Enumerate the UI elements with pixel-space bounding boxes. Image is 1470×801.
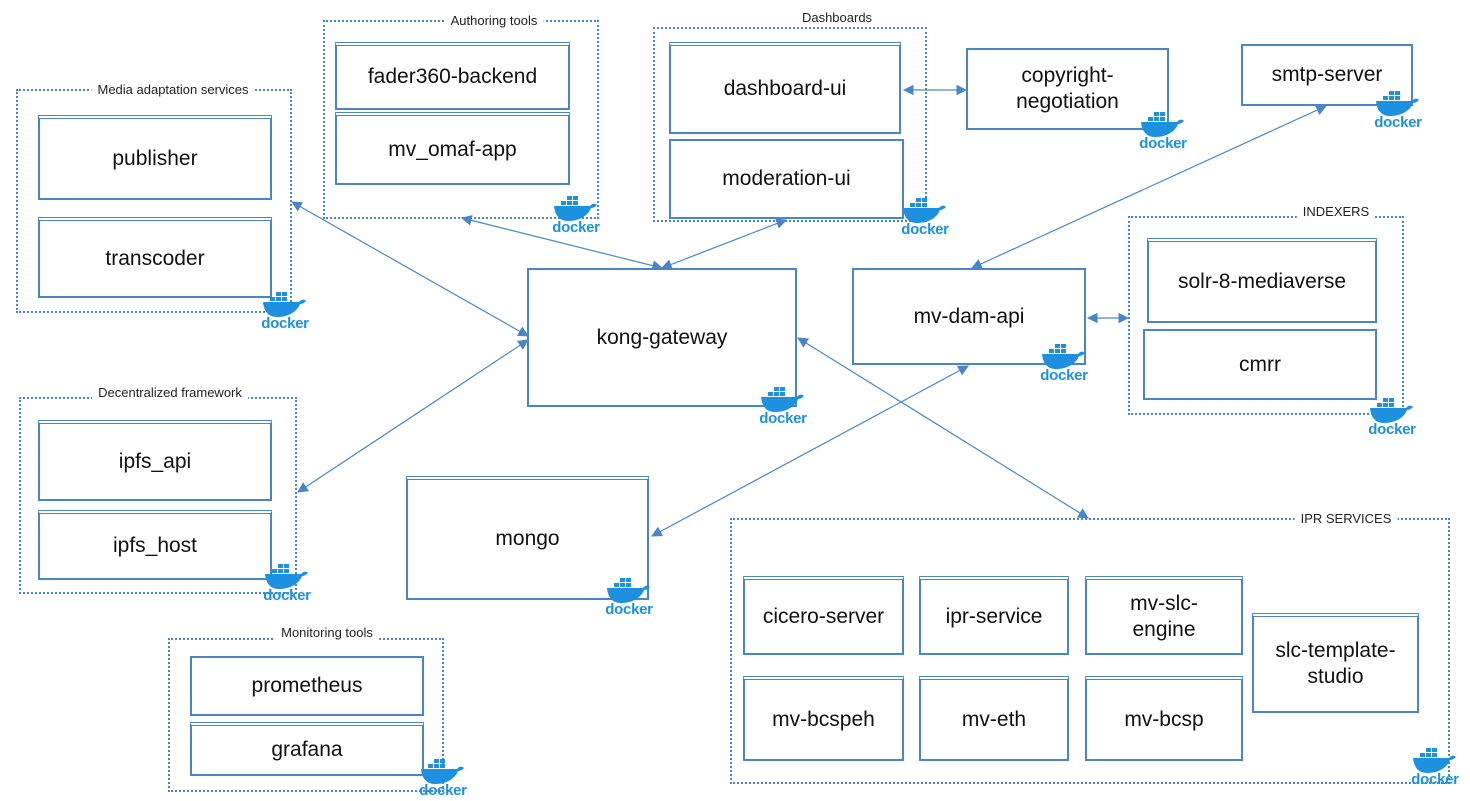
docker-icon: docker: [546, 194, 606, 238]
link-decentralized-kong: [297, 339, 529, 493]
service-mv-omaf-app[interactable]: mv_omaf-app: [335, 112, 570, 185]
group-label: Decentralized framework: [92, 385, 248, 401]
service-ipr-service[interactable]: ipr-service: [919, 576, 1069, 655]
docker-icon: docker: [1034, 342, 1094, 386]
service-prometheus[interactable]: prometheus: [190, 656, 424, 716]
group-label: Authoring tools: [444, 13, 544, 29]
service-mv-eth[interactable]: mv-eth: [919, 676, 1069, 761]
service-kong-gateway[interactable]: kong-gateway: [527, 268, 797, 407]
service-label: mv-slc-engine: [1130, 591, 1198, 641]
service-mv-slc-engine[interactable]: mv-slc-engine: [1085, 576, 1243, 655]
group-label: Monitoring tools: [275, 625, 379, 641]
service-label: slc-template-studio: [1275, 639, 1396, 688]
docker-icon: docker: [895, 196, 955, 240]
service-solr-8-mediaverse[interactable]: solr-8-mediaverse: [1147, 238, 1377, 323]
group-dashboards: Dashboards: [653, 10, 927, 222]
docker-icon: docker: [599, 576, 659, 620]
service-mv-bcsp[interactable]: mv-bcsp: [1085, 676, 1243, 761]
service-dashboard-ui[interactable]: dashboard-ui: [669, 42, 901, 134]
docker-icon: docker: [1133, 110, 1193, 154]
service-transcoder[interactable]: transcoder: [38, 217, 272, 298]
docker-icon: docker: [413, 757, 473, 801]
docker-icon: docker: [255, 290, 315, 334]
docker-icon: docker: [753, 385, 813, 429]
docker-icon: docker: [257, 562, 317, 606]
service-label: copyright-negotiation: [1016, 64, 1119, 113]
group-label: Media adaptation services: [91, 82, 255, 98]
service-mongo[interactable]: mongo: [406, 476, 649, 600]
docker-icon: docker: [1362, 396, 1422, 440]
link-dashboards-kong: [660, 218, 788, 270]
service-ipfs-api[interactable]: ipfs_api: [38, 420, 272, 501]
group-label: Dashboards: [795, 10, 879, 26]
service-grafana[interactable]: grafana: [190, 722, 424, 776]
service-copyright-negotiation[interactable]: copyright-negotiation: [966, 48, 1169, 130]
group-authoring-tools: Authoring tools: [323, 13, 599, 219]
service-cicero-server[interactable]: cicero-server: [743, 576, 904, 655]
service-publisher[interactable]: publisher: [38, 115, 272, 200]
service-smtp-server[interactable]: smtp-server: [1241, 44, 1413, 106]
service-slc-template-studio[interactable]: slc-template-studio: [1252, 613, 1419, 713]
group-ipr-services: IPR SERVICES: [730, 511, 1450, 784]
docker-icon: docker: [1368, 89, 1428, 133]
group-label: IPR SERVICES: [1294, 511, 1398, 527]
service-moderation-ui[interactable]: moderation-ui: [669, 139, 904, 219]
docker-icon: docker: [1405, 746, 1465, 790]
link-media-kong: [291, 201, 529, 337]
service-ipfs-host[interactable]: ipfs_host: [38, 510, 272, 580]
group-label: INDEXERS: [1296, 204, 1376, 220]
group-media-adaptation: Media adaptation services: [16, 82, 292, 313]
group-indexers: INDEXERS: [1128, 204, 1404, 415]
service-fader360-backend[interactable]: fader360-backend: [335, 42, 570, 110]
service-cmrr[interactable]: cmrr: [1143, 329, 1377, 400]
group-decentralized-framework: Decentralized framework: [19, 385, 297, 594]
service-mv-bcspeh[interactable]: mv-bcspeh: [743, 676, 904, 761]
group-monitoring-tools: Monitoring tools: [168, 625, 444, 792]
service-mv-dam-api[interactable]: mv-dam-api: [852, 268, 1086, 365]
